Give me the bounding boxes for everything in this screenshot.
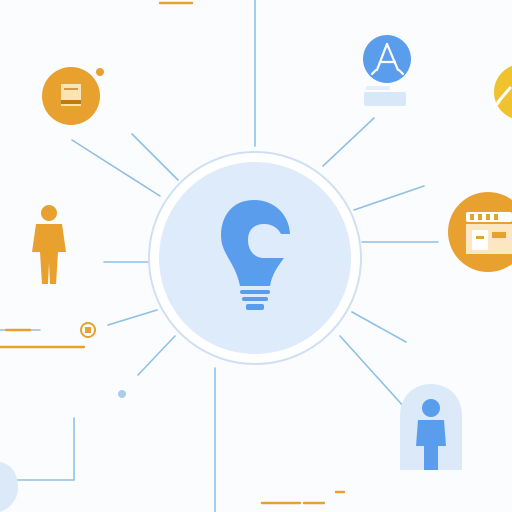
building-node xyxy=(448,192,512,272)
app-node-label-bar xyxy=(364,92,406,106)
person-node-left xyxy=(32,205,66,284)
app-node-label-bar-top xyxy=(366,86,390,90)
connector-lower-left-a xyxy=(107,309,158,326)
storefront-icon xyxy=(466,212,512,254)
connector-bottom-left xyxy=(11,417,75,481)
pencil-icon xyxy=(493,86,512,108)
pencil-node-disc xyxy=(494,65,512,119)
central-hub xyxy=(148,151,362,365)
lightbulb-icon xyxy=(221,200,290,310)
connector-lower-right-a xyxy=(339,335,406,409)
connector-right-upper xyxy=(353,185,425,211)
document-node xyxy=(42,67,104,125)
partial-node-bottom-left xyxy=(0,462,18,512)
app-node-disc xyxy=(363,35,411,83)
connector-upper-left-b xyxy=(131,133,179,181)
document-icon xyxy=(61,84,81,106)
connector-upper-right xyxy=(322,117,375,167)
person-icon xyxy=(32,205,66,284)
pencil-node xyxy=(493,65,512,119)
small-box-node xyxy=(80,322,96,338)
app-node xyxy=(363,35,411,106)
connector-lower-left-b xyxy=(137,335,176,376)
connector-lower-right-b xyxy=(351,311,407,343)
person-icon xyxy=(416,399,446,470)
connector-upper-left-a xyxy=(71,139,161,197)
person-node-right xyxy=(400,384,462,470)
document-node-dot xyxy=(96,68,104,76)
pen-tool-icon xyxy=(370,42,405,76)
accent-strokes xyxy=(0,1,346,505)
box-icon xyxy=(85,327,91,333)
dot-blue-left xyxy=(118,390,126,398)
